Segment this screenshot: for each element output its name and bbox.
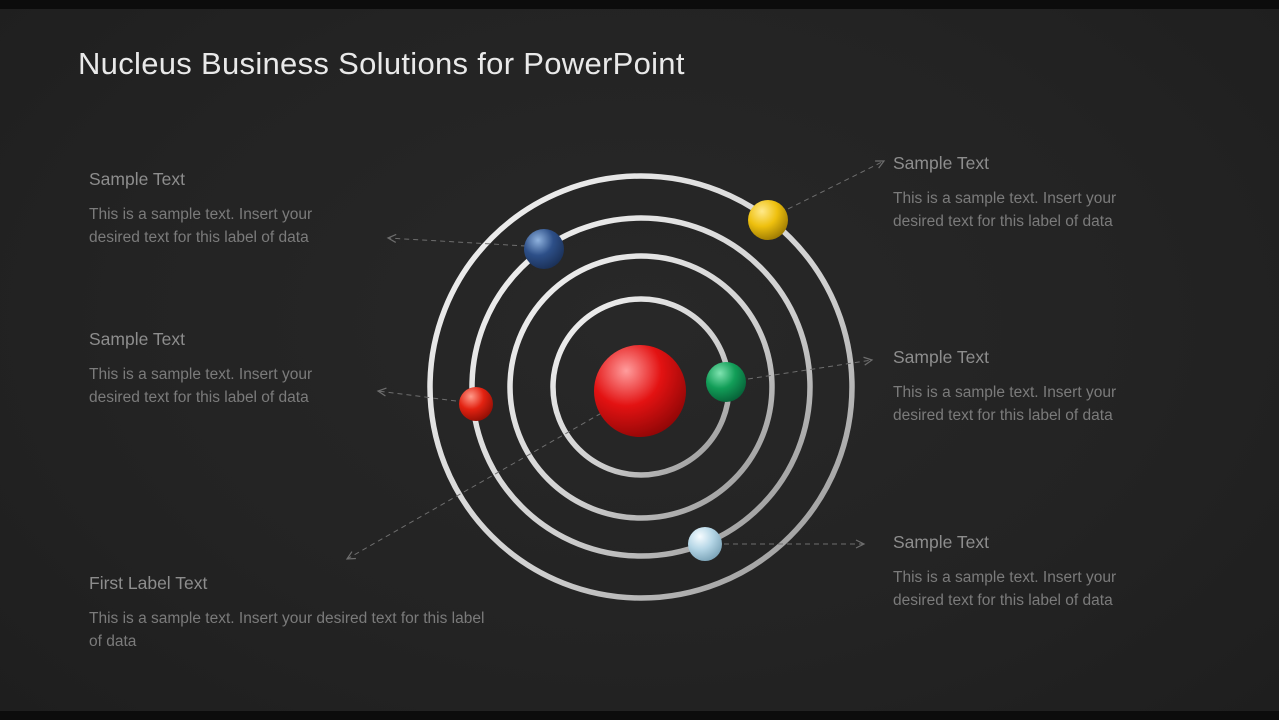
electron-yellow-sphere [748,200,788,240]
label-right-top: Sample Text This is a sample text. Inser… [893,152,1171,233]
connector-line [386,233,527,247]
letterbox-bottom [0,711,1279,720]
label-body: This is a sample text. Insert your desir… [89,206,313,246]
label-right-middle: Sample Text This is a sample text. Inser… [893,346,1171,427]
orbit-ring [507,253,775,521]
orbit-ring [469,215,813,559]
label-body: This is a sample text. Insert your desir… [893,384,1117,424]
label-left-bottom: First Label Text This is a sample text. … [89,572,499,653]
label-body: This is a sample text. Insert your desir… [89,610,485,650]
connector-line [345,390,641,560]
label-left-middle: Sample Text This is a sample text. Inser… [89,328,367,409]
electron-lightblue-sphere [688,527,722,561]
slide-title: Nucleus Business Solutions for PowerPoin… [78,46,685,81]
label-body: This is a sample text. Insert your desir… [89,366,313,406]
connector-line [747,356,874,380]
label-heading: Sample Text [89,169,185,189]
label-body: This is a sample text. Insert your desir… [893,190,1117,230]
electron-red-sphere [459,387,493,421]
letterbox-top [0,0,1279,9]
label-left-top: Sample Text This is a sample text. Inser… [89,168,367,249]
electron-blue-sphere [524,229,564,269]
label-body: This is a sample text. Insert your desir… [893,569,1117,609]
label-heading: First Label Text [89,573,208,593]
connector-line [376,387,457,402]
nucleus-sphere [594,345,686,437]
label-heading: Sample Text [893,153,989,173]
label-heading: Sample Text [893,347,989,367]
label-right-bottom: Sample Text This is a sample text. Inser… [893,531,1171,612]
label-heading: Sample Text [893,532,989,552]
connector-line [779,160,886,214]
label-heading: Sample Text [89,329,185,349]
orbit-ring [427,173,855,601]
electron-green-sphere [706,362,746,402]
